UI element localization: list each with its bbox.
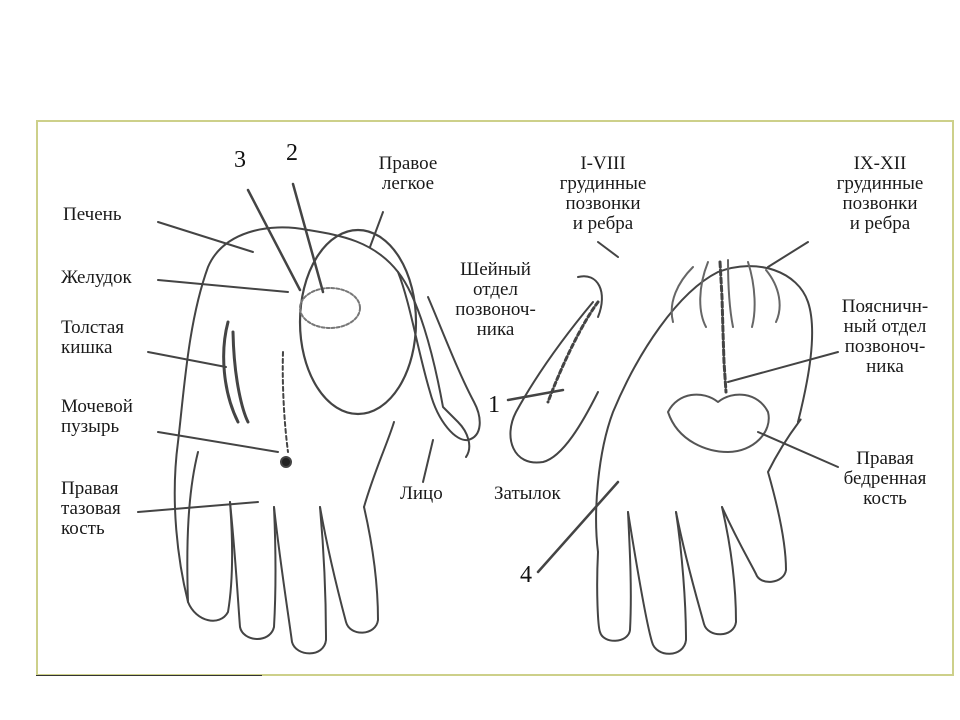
bladder-point: [280, 456, 292, 468]
label-cervical: Шейный отдел позвоноч- ника: [455, 259, 536, 340]
left-spine: [281, 351, 289, 453]
right-hand-outline: [595, 265, 814, 553]
label-bladder: Мочевой пузырь: [61, 396, 133, 437]
marker-3: 3: [234, 147, 246, 173]
label-right-pelvic-bone: Правая тазовая кость: [61, 478, 121, 539]
colon-zone: [222, 320, 250, 424]
right-finger-middle: [627, 511, 687, 655]
left-finger-index: [319, 506, 379, 634]
label-thoracic-1-8: I-VIII грудинные позвонки и ребра: [559, 153, 647, 234]
left-finger-pinky: [186, 451, 234, 622]
label-lumbar: Поясничн- ный отдел позвоноч- ника: [841, 296, 929, 377]
bottom-divider: [36, 675, 262, 676]
right-thumb: [509, 301, 599, 464]
right-finger-ring: [675, 506, 737, 636]
label-stomach: Желудок: [61, 267, 132, 288]
ribcage: [670, 259, 781, 328]
right-spine: [718, 260, 728, 394]
left-thumb: [397, 271, 481, 442]
label-thoracic-9-12: IX-XII грудинные позвонки и ребра: [836, 153, 924, 234]
left-finger-middle: [273, 506, 327, 655]
label-right-lung: Правое легкое: [378, 153, 438, 194]
right-finger-pinky: [721, 418, 802, 583]
pelvis: [667, 393, 770, 453]
label-face: Лицо: [400, 483, 443, 504]
marker-2: 2: [286, 140, 298, 166]
left-palm-outline: [173, 226, 471, 603]
label-liver: Печень: [63, 204, 122, 225]
marker-4: 4: [520, 562, 532, 588]
label-right-femur: Правая бедренная кость: [843, 448, 927, 509]
diagram-frame: Печень Желудок Толстая кишка Мочевой пуз…: [36, 120, 954, 676]
label-occiput: Затылок: [494, 483, 561, 504]
right-lung-zone: [298, 228, 418, 416]
marker-1: 1: [488, 392, 500, 418]
cervical-spine: [546, 300, 600, 404]
label-colon: Толстая кишка: [61, 317, 125, 358]
right-finger-index: [596, 511, 632, 642]
hand-illustration: [137, 182, 839, 655]
left-finger-ring: [229, 501, 277, 640]
stomach-zone: [299, 287, 361, 329]
